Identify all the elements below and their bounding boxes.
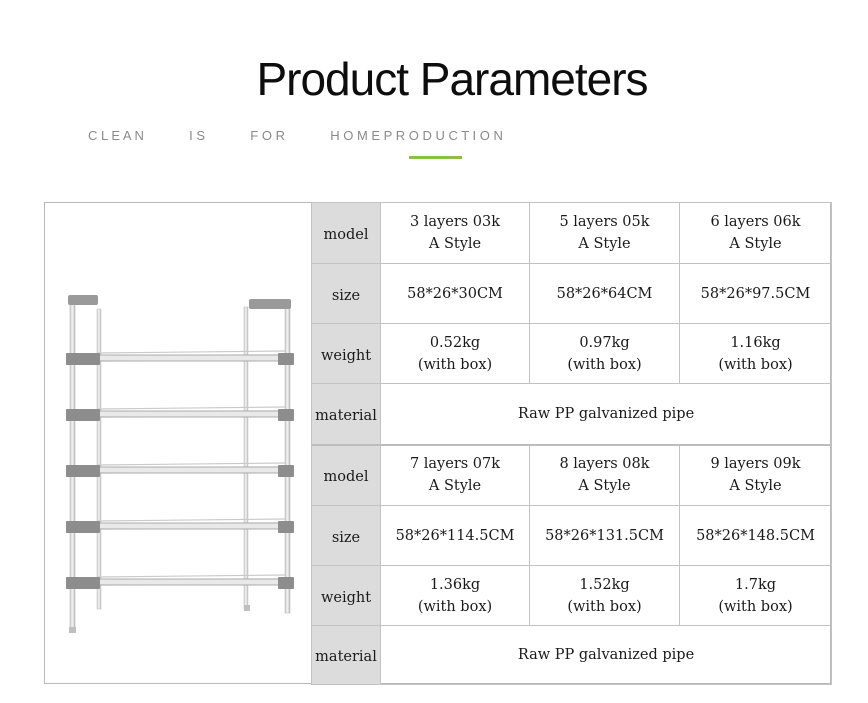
subtitle-word-is: I S [189,128,206,143]
size-cell: 58*26*131.5CM [529,505,680,566]
model-cell: 9 layers 09k A Style [679,443,832,506]
model-cell: 6 layers 06k A Style [679,202,832,264]
shoe-rack-image [66,295,294,633]
row-label-material: material [311,625,381,685]
table-row: material Raw PP galvanized pipe [311,625,832,685]
table-row: material Raw PP galvanized pipe [311,383,832,445]
material-cell: Raw PP galvanized pipe [380,383,832,445]
size-cell: 58*26*97.5CM [679,263,832,324]
table-row: size 58*26*114.5CM 58*26*131.5CM 58*26*1… [311,505,832,566]
size-cell: 58*26*114.5CM [380,505,530,566]
weight-cell: 1.52kg (with box) [529,565,680,626]
subtitle-tagline: C L E A N I S F O R H O M E P R O D U C … [88,128,503,143]
weight-cell: 0.97kg (with box) [529,323,680,384]
subtitle-word-clean: C L E A N [88,128,144,143]
subtitle-word-for: F O R [250,128,285,143]
row-label-model: model [311,443,381,506]
row-label-size: size [311,505,381,566]
weight-cell: 1.36kg (with box) [380,565,530,626]
size-cell: 58*26*30CM [380,263,530,324]
parameters-panel: model 3 layers 03k A Style 5 layers 05k … [44,202,832,685]
material-cell: Raw PP galvanized pipe [380,625,832,685]
row-label-weight: weight [311,323,381,384]
weight-cell: 0.52kg (with box) [380,323,530,384]
model-cell: 3 layers 03k A Style [380,202,530,264]
table-row: model 3 layers 03k A Style 5 layers 05k … [311,202,832,264]
row-label-model: model [311,202,381,264]
page-title: Product Parameters [256,53,648,105]
parameters-table: model 3 layers 03k A Style 5 layers 05k … [311,202,832,685]
model-cell: 7 layers 07k A Style [380,443,530,506]
row-label-material: material [311,383,381,445]
table-row: model 7 layers 07k A Style 8 layers 08k … [311,443,832,506]
subtitle-word-homeproduction: H O M E P R O D U C T I O N [330,128,503,143]
accent-underline [409,156,462,159]
weight-cell: 1.16kg (with box) [679,323,832,384]
row-label-size: size [311,263,381,324]
model-cell: 5 layers 05k A Style [529,202,680,264]
row-label-weight: weight [311,565,381,626]
model-cell: 8 layers 08k A Style [529,443,680,506]
table-row: size 58*26*30CM 58*26*64CM 58*26*97.5CM [311,263,832,324]
table-row: weight 0.52kg (with box) 0.97kg (with bo… [311,323,832,384]
size-cell: 58*26*148.5CM [679,505,832,566]
table-row: weight 1.36kg (with box) 1.52kg (with bo… [311,565,832,626]
size-cell: 58*26*64CM [529,263,680,324]
weight-cell: 1.7kg (with box) [679,565,832,626]
